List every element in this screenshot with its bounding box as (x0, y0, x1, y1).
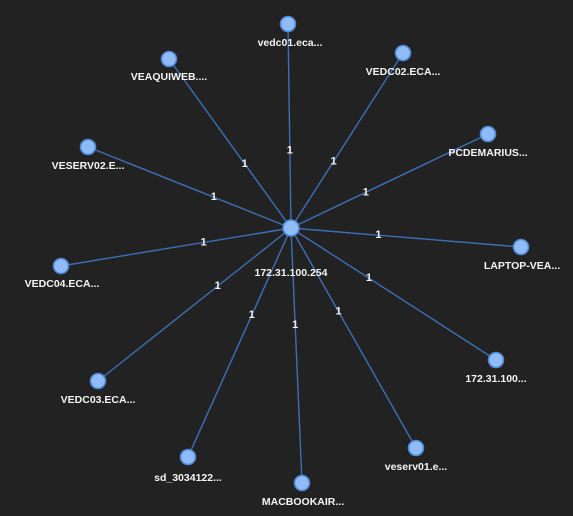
edge-line-macbookair (290, 227, 303, 484)
edge-weight-label: 1 (211, 191, 217, 203)
node-vedc01[interactable] (279, 15, 297, 33)
edge-weight-label: 1 (292, 319, 298, 331)
node-label-veserv02[interactable]: VESERV02.E... (52, 160, 125, 172)
edge-weight-label: 1 (287, 144, 293, 156)
node-label-pcdemarius[interactable]: PCDEMARIUS... (448, 147, 527, 159)
edge-line-laptop-vea (290, 227, 522, 248)
node-label-sd-3034122[interactable]: sd_3034122... (154, 472, 222, 484)
edge-line-vedc03 (97, 227, 292, 382)
edge-line-veaquiweb (168, 58, 292, 229)
node-veserv01[interactable] (407, 439, 425, 457)
edge-line-vedc04 (60, 227, 292, 267)
edge-weight-label: 1 (201, 236, 207, 248)
edge-line-veserv01 (290, 227, 417, 449)
edge-weight-label: 1 (375, 229, 381, 241)
node-label-veserv01[interactable]: veserv01.e... (385, 461, 448, 473)
edge-weight-label: 1 (242, 158, 248, 170)
edges-layer (60, 23, 522, 484)
edge-weights-layer: 1 1 1 1 1 1 1 1 1 1 1 1 (201, 144, 382, 330)
edge-line-ip-172 (290, 227, 497, 361)
edge-weight-label: 1 (363, 186, 369, 198)
node-veaquiweb[interactable] (160, 50, 178, 68)
node-label-ip-172[interactable]: 172.31.100... (465, 373, 526, 385)
nodes-layer: vedc01.eca... VEDC02.ECA... PCDEMARIUS... L… (25, 15, 560, 508)
edge-weight-label: 1 (249, 309, 255, 321)
node-vedc02[interactable] (394, 44, 412, 62)
node-veserv02[interactable] (79, 138, 97, 156)
edge-weight-label: 1 (335, 306, 341, 318)
edge-line-sd-3034122 (187, 227, 292, 458)
node-laptop-vea[interactable] (512, 238, 530, 256)
node-hub[interactable] (282, 219, 300, 237)
edge-line-vedc02 (290, 52, 404, 229)
node-label-vedc01[interactable]: vedc01.eca... (258, 37, 323, 49)
node-label-vedc02[interactable]: VEDC02.ECA... (366, 66, 441, 78)
node-macbookair[interactable] (293, 474, 311, 492)
node-label-macbookair[interactable]: MACBOOKAIR... (262, 496, 344, 508)
node-label-vedc03[interactable]: VEDC03.ECA... (61, 394, 136, 406)
node-label-veaquiweb[interactable]: VEAQUIWEB.... (131, 71, 208, 83)
node-label-hub[interactable]: 172.31.100.254 (255, 267, 328, 279)
node-pcdemarius[interactable] (479, 125, 497, 143)
edge-weight-label: 1 (366, 272, 372, 284)
node-sd-3034122[interactable] (179, 448, 197, 466)
edge-line-veserv02 (87, 146, 292, 229)
node-label-laptop-vea[interactable]: LAPTOP-VEA... (484, 260, 560, 272)
edge-weight-label: 1 (215, 280, 221, 292)
node-vedc03[interactable] (89, 372, 107, 390)
node-ip-172[interactable] (487, 351, 505, 369)
edge-line-pcdemarius (290, 133, 489, 229)
edge-weight-label: 1 (330, 156, 336, 168)
edge-line-vedc01 (287, 23, 292, 229)
node-vedc04[interactable] (52, 257, 70, 275)
node-label-vedc04[interactable]: VEDC04.ECA... (25, 278, 100, 290)
